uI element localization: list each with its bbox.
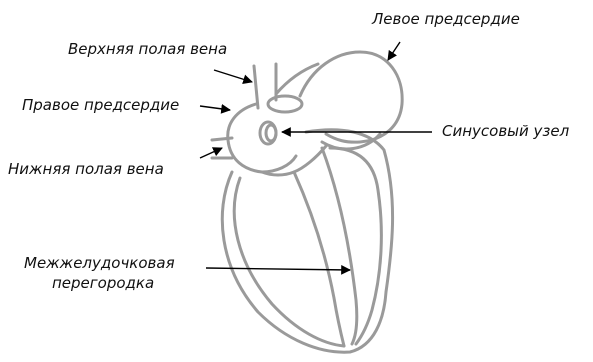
arrow-right-atrium — [200, 106, 230, 110]
label-septum-line2: перегородка — [52, 274, 154, 292]
arrow-superior-vena-cava — [214, 70, 252, 82]
label-sinus-node-text: Синусовый узел — [442, 122, 570, 140]
label-inferior-vena-cava: Нижняя полая вена — [8, 148, 222, 178]
label-left-atrium: Левое предсердие — [371, 10, 520, 60]
label-right-atrium: Правое предсердие — [22, 96, 230, 114]
label-superior-vena-cava-text: Верхняя полая вена — [68, 40, 227, 58]
right-ventricle-inner-wall — [234, 178, 344, 346]
label-inferior-vena-cava-text: Нижняя полая вена — [8, 160, 164, 178]
superior-vena-cava-vessel — [254, 64, 276, 108]
label-superior-vena-cava: Верхняя полая вена — [68, 40, 252, 82]
arrow-left-atrium — [388, 42, 400, 60]
heart-outline — [212, 52, 402, 352]
label-septum-line1: Межжелудочковая — [24, 254, 175, 272]
sinus-node-ring-inner — [266, 125, 276, 141]
aortic-arch — [276, 64, 318, 94]
superior-vena-cava-opening — [268, 96, 302, 112]
label-interventricular-septum: Межжелудочковая перегородка — [24, 254, 350, 292]
label-right-atrium-text: Правое предсердие — [22, 96, 179, 114]
septum-right-edge — [322, 148, 357, 344]
label-left-atrium-text: Левое предсердие — [371, 10, 520, 28]
